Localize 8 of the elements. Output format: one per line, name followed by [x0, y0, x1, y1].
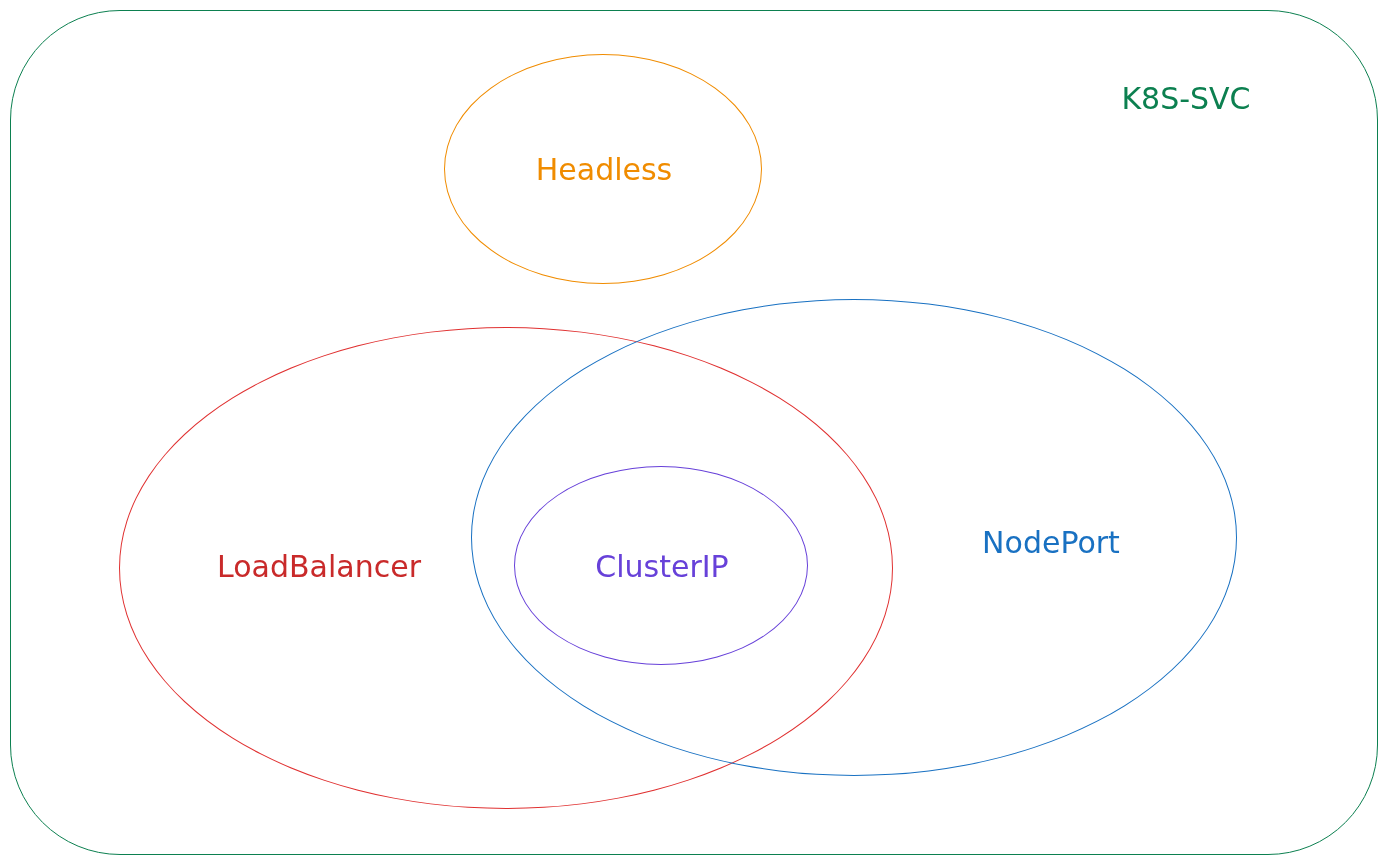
ellipse [471, 299, 1237, 776]
ellipse [514, 466, 808, 665]
service-label: NodePort [982, 525, 1120, 561]
frame-title: K8S-SVC [1121, 81, 1251, 117]
service-label: Headless [535, 152, 673, 188]
service-label: ClusterIP [595, 548, 729, 585]
service-frame [10, 10, 1378, 855]
service-label: LoadBalancer [217, 549, 421, 585]
